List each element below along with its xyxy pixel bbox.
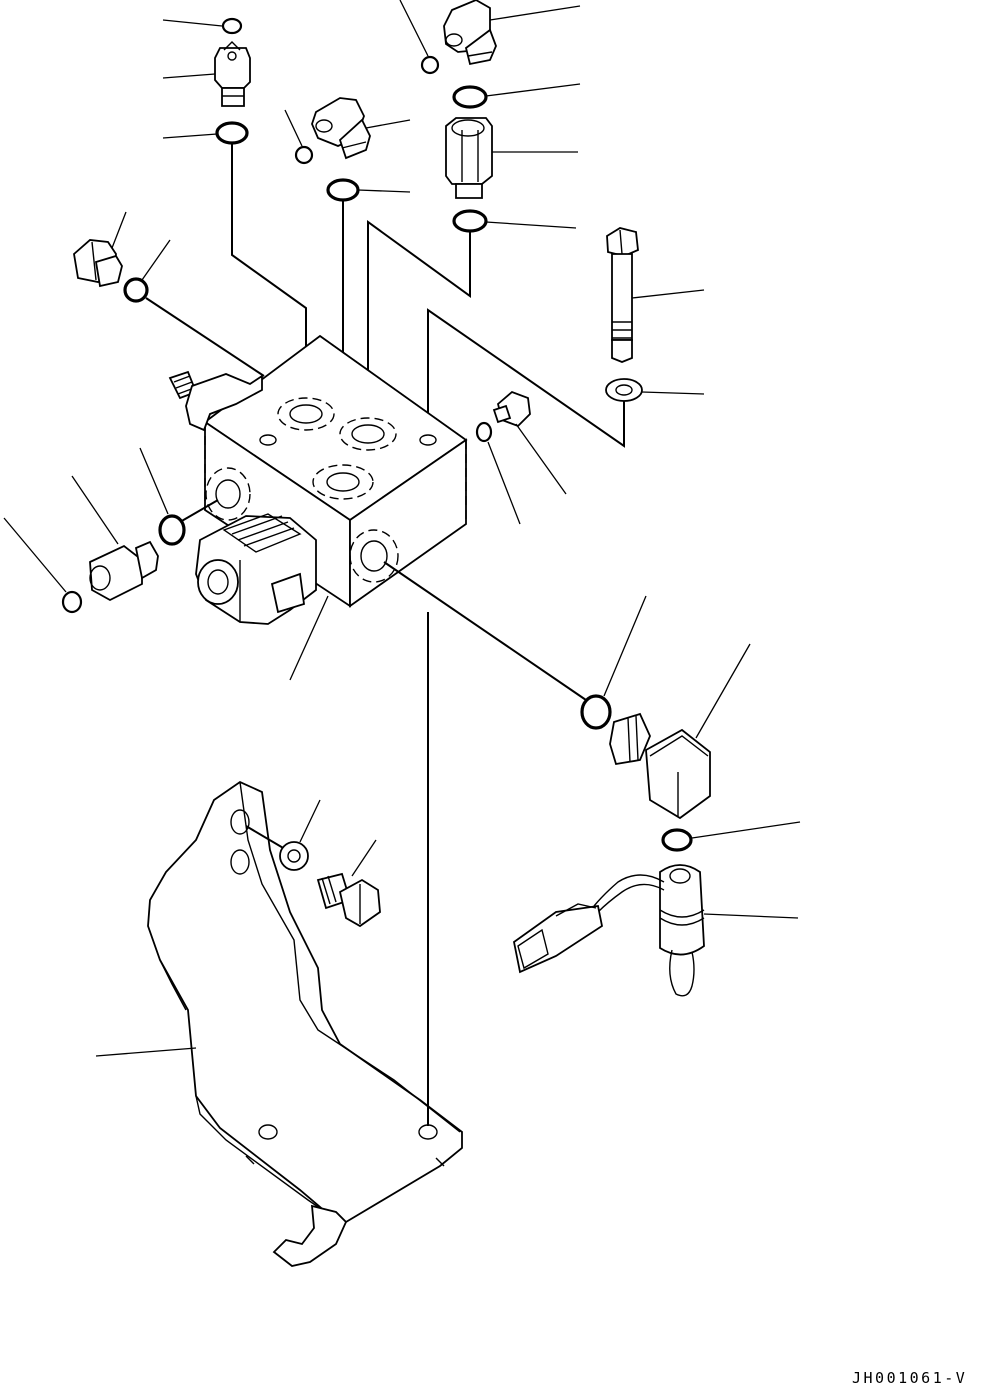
leader-line (399, 0, 429, 57)
o-ring-small-center (294, 145, 314, 165)
bracket-washer (279, 841, 309, 871)
valve-port-top (312, 464, 374, 500)
leader-line (703, 913, 799, 919)
leader-line (695, 643, 751, 739)
straight-fitting-side (89, 540, 159, 602)
valve-hole (259, 434, 277, 446)
bracket-bolt (316, 872, 381, 928)
leader-line (284, 109, 303, 147)
leader-line (603, 595, 647, 697)
valve-hole (419, 434, 437, 446)
valve-right-face (349, 438, 467, 608)
leader-line (289, 595, 329, 681)
adapter-fitting (445, 117, 493, 199)
sensor-wire (597, 883, 665, 913)
o-ring-sensor (661, 828, 693, 852)
valve-port-top (277, 397, 335, 431)
bracket-hole (230, 809, 250, 835)
elbow-fitting-center (311, 97, 371, 160)
leader-line (162, 133, 218, 139)
leader-line (365, 119, 411, 129)
o-ring-large-top-right (452, 85, 488, 109)
leader-line (631, 289, 705, 299)
mounting-bracket (147, 780, 463, 1267)
right-plug-group (475, 390, 567, 525)
o-ring-plug-left (123, 277, 149, 303)
o-ring-small-top-right (420, 55, 440, 75)
bracket-hole (230, 849, 250, 875)
o-ring-plug-right (475, 421, 493, 443)
flat-washer (605, 378, 643, 402)
assembly-line (179, 499, 219, 523)
leader-line (351, 839, 377, 877)
o-ring-large-top-left (215, 121, 249, 145)
valve-port-side (205, 467, 251, 521)
o-ring-large-center (326, 178, 360, 202)
o-ring-adapter (452, 209, 488, 233)
left-plug-group (73, 211, 265, 377)
long-bolt (606, 227, 639, 363)
leader-line (641, 391, 705, 395)
pressure-switch (609, 712, 711, 820)
leader-line (139, 447, 169, 515)
valve-port-side (349, 529, 399, 583)
valve-port-top (339, 417, 397, 451)
leader-line (162, 73, 216, 79)
o-ring-pressure-switch (580, 694, 612, 730)
assembly-line (383, 561, 587, 701)
top-center-elbow-group (284, 97, 411, 480)
leader-line (111, 211, 127, 249)
leader-line (487, 441, 521, 525)
solenoid-valve-coil (195, 513, 317, 625)
bolt-washer-group (427, 227, 705, 448)
left-side-fitting-group (3, 447, 219, 614)
leader-line (357, 189, 411, 193)
assembly-line (145, 297, 265, 377)
small-plug (492, 390, 531, 428)
top-left-fitting-group (162, 17, 307, 392)
sensor-body (659, 864, 705, 997)
bracket-hole (258, 1124, 278, 1140)
leader-line (95, 1047, 197, 1057)
pressure-switch-group (383, 561, 751, 820)
sensor-harness-group (513, 821, 801, 997)
drawing-code: JH001061-V (852, 1369, 968, 1387)
o-ring-small-top-left (221, 17, 243, 35)
o-ring-side-small (61, 590, 83, 614)
leader-line (489, 5, 581, 21)
wire-connector (513, 903, 604, 974)
assembly-line (367, 220, 471, 436)
assembly-line (427, 308, 625, 448)
leader-line (485, 83, 581, 97)
elbow-fitting-top-right (443, 0, 497, 66)
leader-line (71, 475, 119, 545)
leader-line (515, 423, 567, 495)
sensor-wire (593, 874, 665, 907)
o-ring-side-left (158, 514, 186, 546)
top-right-fitting-group (367, 0, 581, 436)
leader-line (485, 221, 577, 229)
leader-line (691, 821, 801, 839)
leader-line (141, 239, 171, 281)
straight-connector-fitting (214, 41, 251, 107)
hex-plug (73, 239, 123, 288)
stud-bolt (168, 370, 263, 432)
leader-line (3, 517, 67, 593)
bracket-fastener-group (245, 799, 381, 928)
leader-line (162, 19, 223, 27)
leader-line (299, 799, 321, 843)
